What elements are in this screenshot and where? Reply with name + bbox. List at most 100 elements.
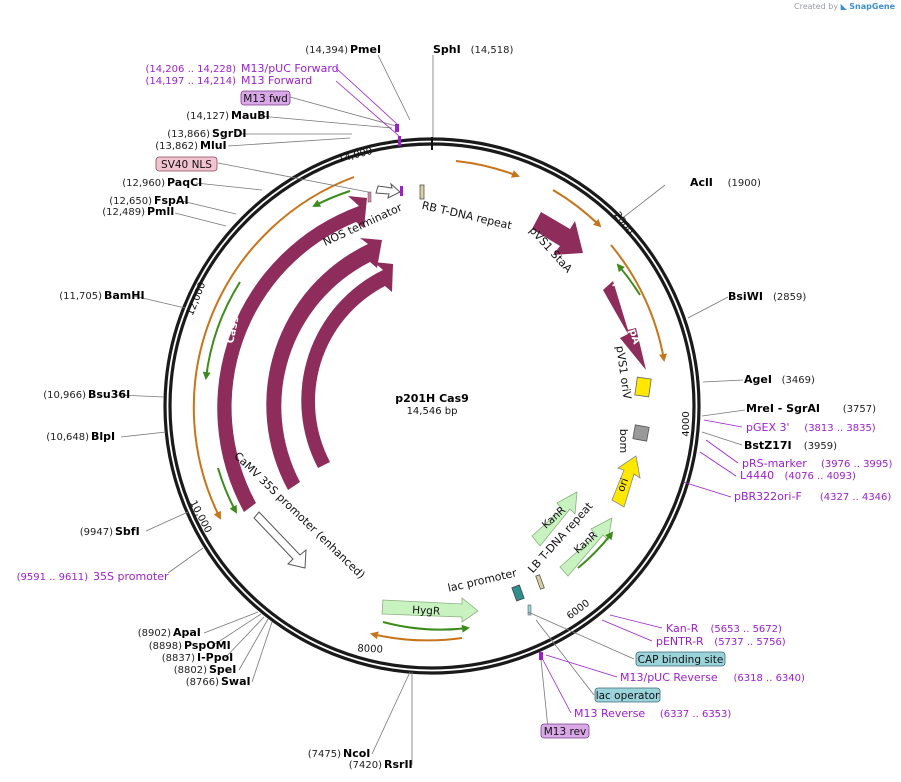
leader-mrei <box>701 409 746 417</box>
sv40-nls-bar <box>367 191 372 203</box>
enzyme-mrei-sgrai-label[interactable]: MreI - SgrAI <box>746 402 820 415</box>
leader-sbfi <box>145 511 189 532</box>
primer-m13-forward-coord: (14,197 .. 14,214) <box>146 76 237 87</box>
enzyme-bsu36i-coord: (10,966) <box>43 390 86 401</box>
leader-m13-rev-box <box>540 659 549 729</box>
primer-pentr-r-label[interactable]: pENTR-R <box>656 635 704 648</box>
primer-pbr322ori-f-label[interactable]: pBR322ori-F <box>734 490 802 503</box>
leader-pentr <box>601 619 653 642</box>
leader-swai <box>251 621 273 683</box>
enzyme-pspomi-label[interactable]: PspOMI <box>184 639 231 652</box>
enzyme-paqci-label[interactable]: PaqCI <box>167 176 202 189</box>
enzyme-sphi-label[interactable]: SphI <box>433 43 461 56</box>
leader-pmli <box>174 212 227 227</box>
enzyme-swai-label[interactable]: SwaI <box>221 675 251 688</box>
box-m13-fwd-label: M13 fwd <box>243 93 288 105</box>
m13-fwd-primer-bar <box>395 124 399 132</box>
enzyme-mlui-label[interactable]: MluI <box>200 139 227 152</box>
green-arc-kanr <box>577 531 614 569</box>
box-lac-operator[interactable] <box>594 687 661 703</box>
box-m13-rev[interactable] <box>540 723 590 739</box>
enzyme-i-ppoi-label[interactable]: I-PpoI <box>197 651 233 664</box>
box-cap[interactable] <box>635 651 726 667</box>
lb-repeat-mark <box>535 574 545 590</box>
cas9-arc-outer <box>217 196 367 512</box>
leader-pspomi <box>211 613 262 647</box>
primer-35s-promoter-label[interactable]: 35S promoter <box>93 570 169 583</box>
m13-rev-primer-bar <box>539 652 543 660</box>
leader-cap <box>527 611 635 660</box>
enzyme-pmli-coord: (12,489) <box>102 207 145 218</box>
leader-acli <box>619 184 666 221</box>
primer-m13-reverse-coord: (6337 .. 6353) <box>660 709 732 720</box>
feature-rb-label: RB T-DNA repeat <box>421 199 514 233</box>
primer-m13-reverse-label[interactable]: M13 Reverse <box>574 707 645 720</box>
enzyme-acli-label[interactable]: AclI <box>690 176 713 189</box>
cas9-arc-inner <box>301 262 393 468</box>
box-sv40-nls[interactable] <box>155 156 218 172</box>
ori-arrow <box>611 455 641 508</box>
leader-fspai <box>181 200 237 215</box>
box-m13-fwd[interactable] <box>240 90 291 106</box>
arrow-label-cas9-5: Cas9 <box>224 314 242 344</box>
primer-kan-r-coord: (5653 .. 5672) <box>711 624 783 635</box>
ring-tick-4000: 4000 <box>681 411 692 436</box>
leader-lac-operator <box>535 619 595 696</box>
enzyme-bsu36i-label[interactable]: Bsu36I <box>88 388 130 401</box>
enzyme-spei-label[interactable]: SpeI <box>209 663 236 676</box>
primer-kan-r-label[interactable]: Kan-R <box>666 622 699 635</box>
enzyme-apai-label[interactable]: ApaI <box>173 626 201 639</box>
leader-blpi <box>120 431 167 438</box>
primer-prs-marker-label[interactable]: pRS-marker <box>742 457 807 470</box>
primer-pgex-3-label[interactable]: pGEX 3' <box>746 421 790 434</box>
enzyme-pmli-label[interactable]: PmlI <box>147 205 174 218</box>
enzyme-bamhi-label[interactable]: BamHI <box>104 289 145 302</box>
enzyme-fspai-label[interactable]: FspAI <box>154 194 189 207</box>
leader-pmei <box>377 54 411 121</box>
leader-m13-puc-fwd <box>335 67 398 125</box>
enzyme-bsiwi-label[interactable]: BsiWI <box>728 290 763 303</box>
leader-prs <box>705 439 739 464</box>
orange-arc-bottom <box>370 631 463 642</box>
snapgene-logo-icon: ◣ <box>840 2 847 11</box>
leader-bstz17i <box>701 431 743 446</box>
enzyme-bstz17i-label[interactable]: BstZ17I <box>744 439 792 452</box>
enzyme-rsrii-label[interactable]: RsrII <box>384 758 413 771</box>
enzyme-maubi-label[interactable]: MauBI <box>231 109 270 122</box>
orange-arc-right-2 <box>610 244 667 362</box>
primer-l4440-coord: (4076 .. 4093) <box>785 471 857 482</box>
primer-m13-puc-reverse-label[interactable]: M13/pUC Reverse <box>620 671 718 684</box>
leader-maubi <box>259 115 393 129</box>
leader-bsu36i <box>117 394 165 398</box>
enzyme-agei-label[interactable]: AgeI <box>744 373 772 386</box>
enzyme-sbfi-coord: (9947) <box>80 527 113 538</box>
kanr-arrow-right <box>559 517 613 577</box>
enzyme-sgrdi-label[interactable]: SgrDI <box>212 127 246 140</box>
enzyme-ncoi-label[interactable]: NcoI <box>343 747 370 760</box>
primer-m13-puc-forward-label[interactable]: M13/pUC Forward <box>241 62 339 75</box>
primer-m13-forward-label[interactable]: M13 Forward <box>241 74 312 87</box>
enzyme-pmei-label[interactable]: PmeI <box>350 43 381 56</box>
primer-m13-puc-reverse-coord: (6318 .. 6340) <box>734 673 806 684</box>
ring-tick-8000: 8000 <box>357 643 383 655</box>
enzyme-blpi-label[interactable]: BlpI <box>91 430 115 443</box>
enzyme-sbfi-label[interactable]: SbfI <box>115 525 140 538</box>
leader-mlui <box>227 137 351 147</box>
primer-prs-marker-coord: (3976 .. 3995) <box>821 459 893 470</box>
primer-l4440-label[interactable]: L4440 <box>740 469 774 482</box>
green-arc-left-bottom <box>217 467 237 514</box>
enzyme-agei-coord: (3469) <box>782 375 815 386</box>
green-arc-left <box>202 281 241 380</box>
enzyme-bsiwi-coord: (2859) <box>773 292 806 303</box>
enzyme-spei-coord: (8802) <box>174 665 207 676</box>
leader-l4440 <box>699 451 737 477</box>
enzyme-i-ppoi-coord: (8837) <box>162 653 195 664</box>
enzyme-maubi-coord: (14,127) <box>186 111 229 122</box>
green-arc-left-top <box>312 190 351 207</box>
enzyme-pmei-coord: (14,394) <box>305 45 348 56</box>
box-cap-label: CAP binding site <box>638 654 724 666</box>
leader-m13-rev <box>542 659 572 714</box>
leader-m13-fwd-box <box>289 96 397 127</box>
